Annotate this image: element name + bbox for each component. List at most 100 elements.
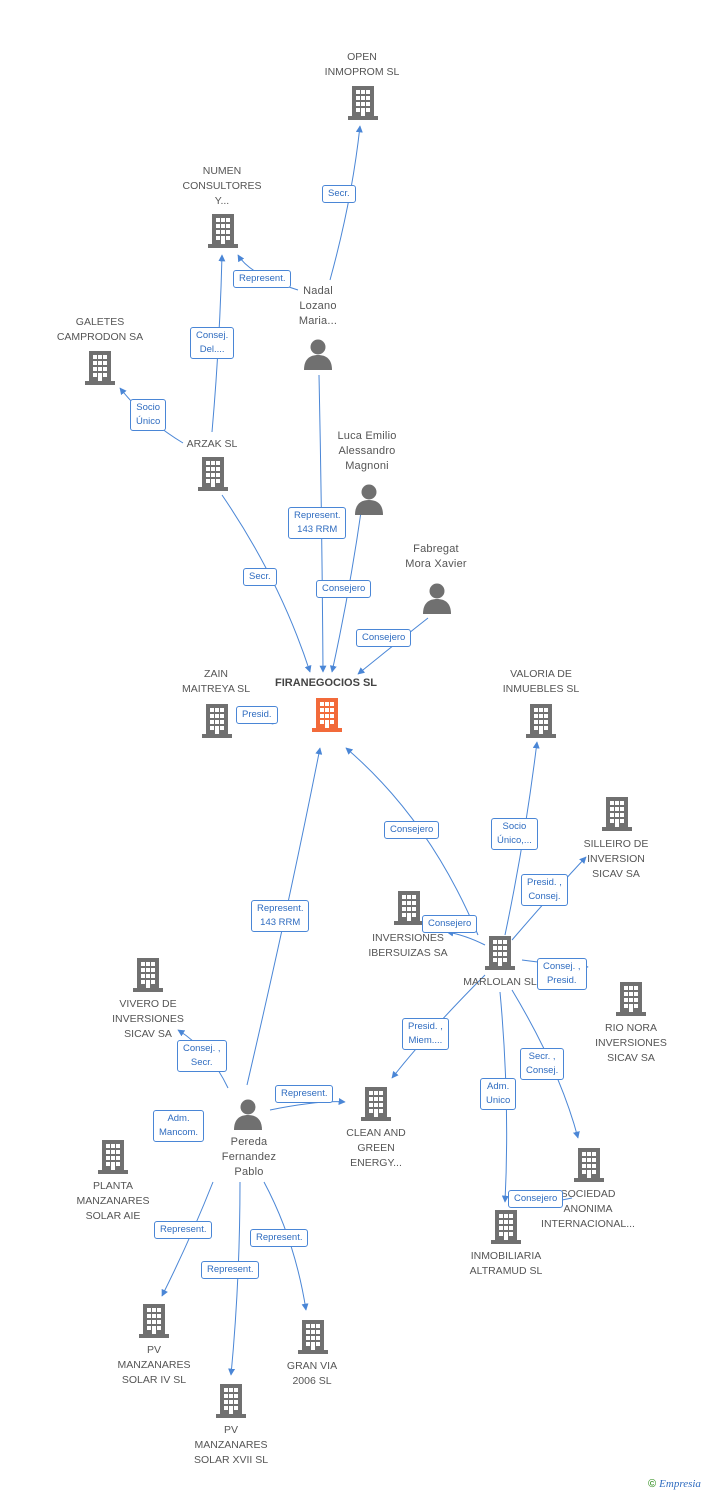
node-label: Fabregat Mora Xavier: [405, 543, 467, 570]
building-icon: [298, 1320, 328, 1354]
edge-line-pereda-pv17: [228, 1181, 241, 1376]
edge-label-adm-mancom[interactable]: Adm. Mancom.: [153, 1110, 205, 1142]
node-label: SILLEIRO DE INVERSION SICAV SA: [583, 838, 649, 880]
node-firanegocios[interactable]: FIRANEGOCIOS SL: [262, 676, 390, 736]
node-label: OPEN INMOPROM SL: [324, 51, 400, 78]
edge-label-nadal-numen[interactable]: Represent.: [233, 270, 292, 288]
node-pv17[interactable]: PV MANZANARES SOLAR XVII SL: [178, 1384, 284, 1470]
node-label: VALORIA DE INMUEBLES SL: [502, 668, 580, 695]
node-label: GRAN VIA 2006 SL: [286, 1360, 338, 1387]
node-rionora[interactable]: RIO NORA INVERSIONES SICAV SA: [580, 982, 682, 1068]
person-icon: [304, 339, 332, 370]
edge-label-fabregat-firan[interactable]: Consejero: [356, 629, 412, 647]
node-sociedad[interactable]: SOCIEDAD ANONIMA INTERNACIONAL...: [530, 1148, 646, 1234]
building-icon: [208, 214, 238, 248]
edge-label-arzak-numen[interactable]: Consej. Del....: [190, 327, 235, 359]
building-icon: [133, 958, 163, 992]
node-ibersuizas[interactable]: INVERSIONES IBERSUIZAS SA: [356, 891, 460, 961]
edge-line-fabregat-firan: [357, 617, 429, 675]
node-fabregat[interactable]: Fabregat Mora Xavier: [388, 542, 484, 614]
edge-label-marlolan-altramud[interactable]: Adm. Unico: [480, 1078, 517, 1110]
edge-label-marlolan-clean[interactable]: Presid. , Miem....: [402, 1018, 449, 1050]
node-label: INMOBILIARIA ALTRAMUD SL: [469, 1250, 543, 1277]
node-nadal[interactable]: Nadal Lozano Maria...: [278, 284, 358, 372]
edge-label-marlolan-ibersuizas[interactable]: Consejero: [422, 915, 478, 933]
node-label: Luca Emilio Alessandro Magnoni: [337, 430, 397, 472]
edge-label-pereda-pv4[interactable]: Represent.: [154, 1221, 213, 1239]
node-label: PV MANZANARES SOLAR XVII SL: [193, 1424, 269, 1466]
building-icon: [602, 797, 632, 831]
node-zain[interactable]: ZAIN MAITREYA SL: [166, 667, 266, 741]
brand-logo-text: Empresia: [659, 1478, 701, 1490]
edge-label-arzak-firan[interactable]: Secr.: [243, 568, 277, 586]
building-icon: [139, 1304, 169, 1338]
node-open-inmoprom[interactable]: OPEN INMOPROM SL: [310, 50, 414, 125]
node-vivero[interactable]: VIVERO DE INVERSIONES SICAV SA: [96, 958, 200, 1044]
edge-label-luca-firan[interactable]: Consejero: [316, 580, 372, 598]
node-galetes[interactable]: GALETES CAMPRODON SA: [45, 315, 155, 387]
edge-label-sociedad-altramud[interactable]: Consejero: [508, 1190, 564, 1208]
node-label: RIO NORA INVERSIONES SICAV SA: [595, 1022, 667, 1064]
person-icon: [355, 484, 383, 515]
edge-label-pereda-firan[interactable]: Represent. 143 RRM: [251, 900, 310, 932]
node-label: Nadal Lozano Maria...: [298, 285, 338, 327]
edge-label-arzak-galetes[interactable]: Socio Único: [130, 399, 167, 431]
edge-label-pereda-clean[interactable]: Represent.: [275, 1085, 334, 1103]
node-label: NUMEN CONSULTORES Y...: [182, 165, 262, 207]
edge-line-pereda-pv4: [161, 1181, 214, 1297]
edge-label-pereda-granvia[interactable]: Represent.: [250, 1229, 309, 1247]
building-icon: [198, 457, 228, 491]
node-numen[interactable]: NUMEN CONSULTORES Y...: [170, 164, 274, 254]
copyright-icon: ©: [648, 1478, 657, 1490]
building-icon-highlighted: [312, 698, 342, 732]
building-icon: [485, 936, 515, 970]
node-altramud[interactable]: INMOBILIARIA ALTRAMUD SL: [452, 1210, 560, 1280]
edge-label-nadal-firan[interactable]: Represent. 143 RRM: [288, 507, 347, 539]
building-icon: [361, 1087, 391, 1121]
edge-label-marlolan-firan[interactable]: Consejero: [384, 821, 440, 839]
node-arzak[interactable]: ARZAK SL: [162, 437, 262, 495]
building-icon: [394, 891, 424, 925]
node-label: ARZAK SL: [186, 438, 238, 450]
node-label: PV MANZANARES SOLAR IV SL: [117, 1344, 191, 1386]
edge-label-marlolan-rionora[interactable]: Consej. , Presid.: [537, 958, 587, 990]
node-marlolan[interactable]: MARLOLAN SL: [450, 936, 550, 992]
building-icon: [574, 1148, 604, 1182]
footer-brand[interactable]: © Empresia: [648, 1478, 701, 1490]
building-icon: [202, 704, 232, 738]
edge-label-zain-firan[interactable]: Presid.: [236, 706, 278, 724]
edge-line-pereda-clean: [269, 1098, 346, 1111]
edge-label-marlolan-valoria[interactable]: Socio Único,...: [491, 818, 538, 850]
node-pereda[interactable]: Pereda Fernandez Pablo: [200, 1098, 298, 1182]
node-label: VIVERO DE INVERSIONES SICAV SA: [112, 998, 184, 1040]
building-icon: [616, 982, 646, 1016]
node-label: Pereda Fernandez Pablo: [221, 1136, 277, 1178]
edge-label-pereda-vivero[interactable]: Consej. , Secr.: [177, 1040, 227, 1072]
node-silleiro[interactable]: SILLEIRO DE INVERSION SICAV SA: [566, 797, 666, 883]
edge-label-marlolan-sociedad[interactable]: Secr. , Consej.: [520, 1048, 565, 1080]
node-clean[interactable]: CLEAN AND GREEN ENERGY...: [326, 1087, 426, 1173]
node-label: ZAIN MAITREYA SL: [181, 668, 251, 695]
node-pv4[interactable]: PV MANZANARES SOLAR IV SL: [102, 1304, 206, 1390]
node-label: FIRANEGOCIOS SL: [274, 677, 378, 689]
edge-label-marlolan-silleiro[interactable]: Presid. , Consej.: [521, 874, 568, 906]
node-label: SOCIEDAD ANONIMA INTERNACIONAL...: [541, 1188, 635, 1230]
edge-label-pereda-pv17[interactable]: Represent.: [201, 1261, 260, 1279]
node-label: MARLOLAN SL: [463, 976, 537, 988]
building-icon: [98, 1140, 128, 1174]
node-valoria[interactable]: VALORIA DE INMUEBLES SL: [488, 667, 594, 741]
edge-label-nadal-open[interactable]: Secr.: [322, 185, 356, 203]
building-icon: [526, 704, 556, 738]
node-label: CLEAN AND GREEN ENERGY...: [346, 1127, 406, 1169]
node-label: GALETES CAMPRODON SA: [56, 316, 144, 343]
node-label: INVERSIONES IBERSUIZAS SA: [368, 932, 448, 959]
node-granvia[interactable]: GRAN VIA 2006 SL: [262, 1320, 362, 1390]
node-label: PLANTA MANZANARES SOLAR AIE: [76, 1180, 150, 1222]
building-icon: [85, 351, 115, 385]
node-luca[interactable]: Luca Emilio Alessandro Magnoni: [318, 429, 416, 515]
person-icon: [423, 583, 451, 614]
building-icon: [491, 1210, 521, 1244]
node-planta[interactable]: PLANTA MANZANARES SOLAR AIE: [60, 1140, 166, 1226]
